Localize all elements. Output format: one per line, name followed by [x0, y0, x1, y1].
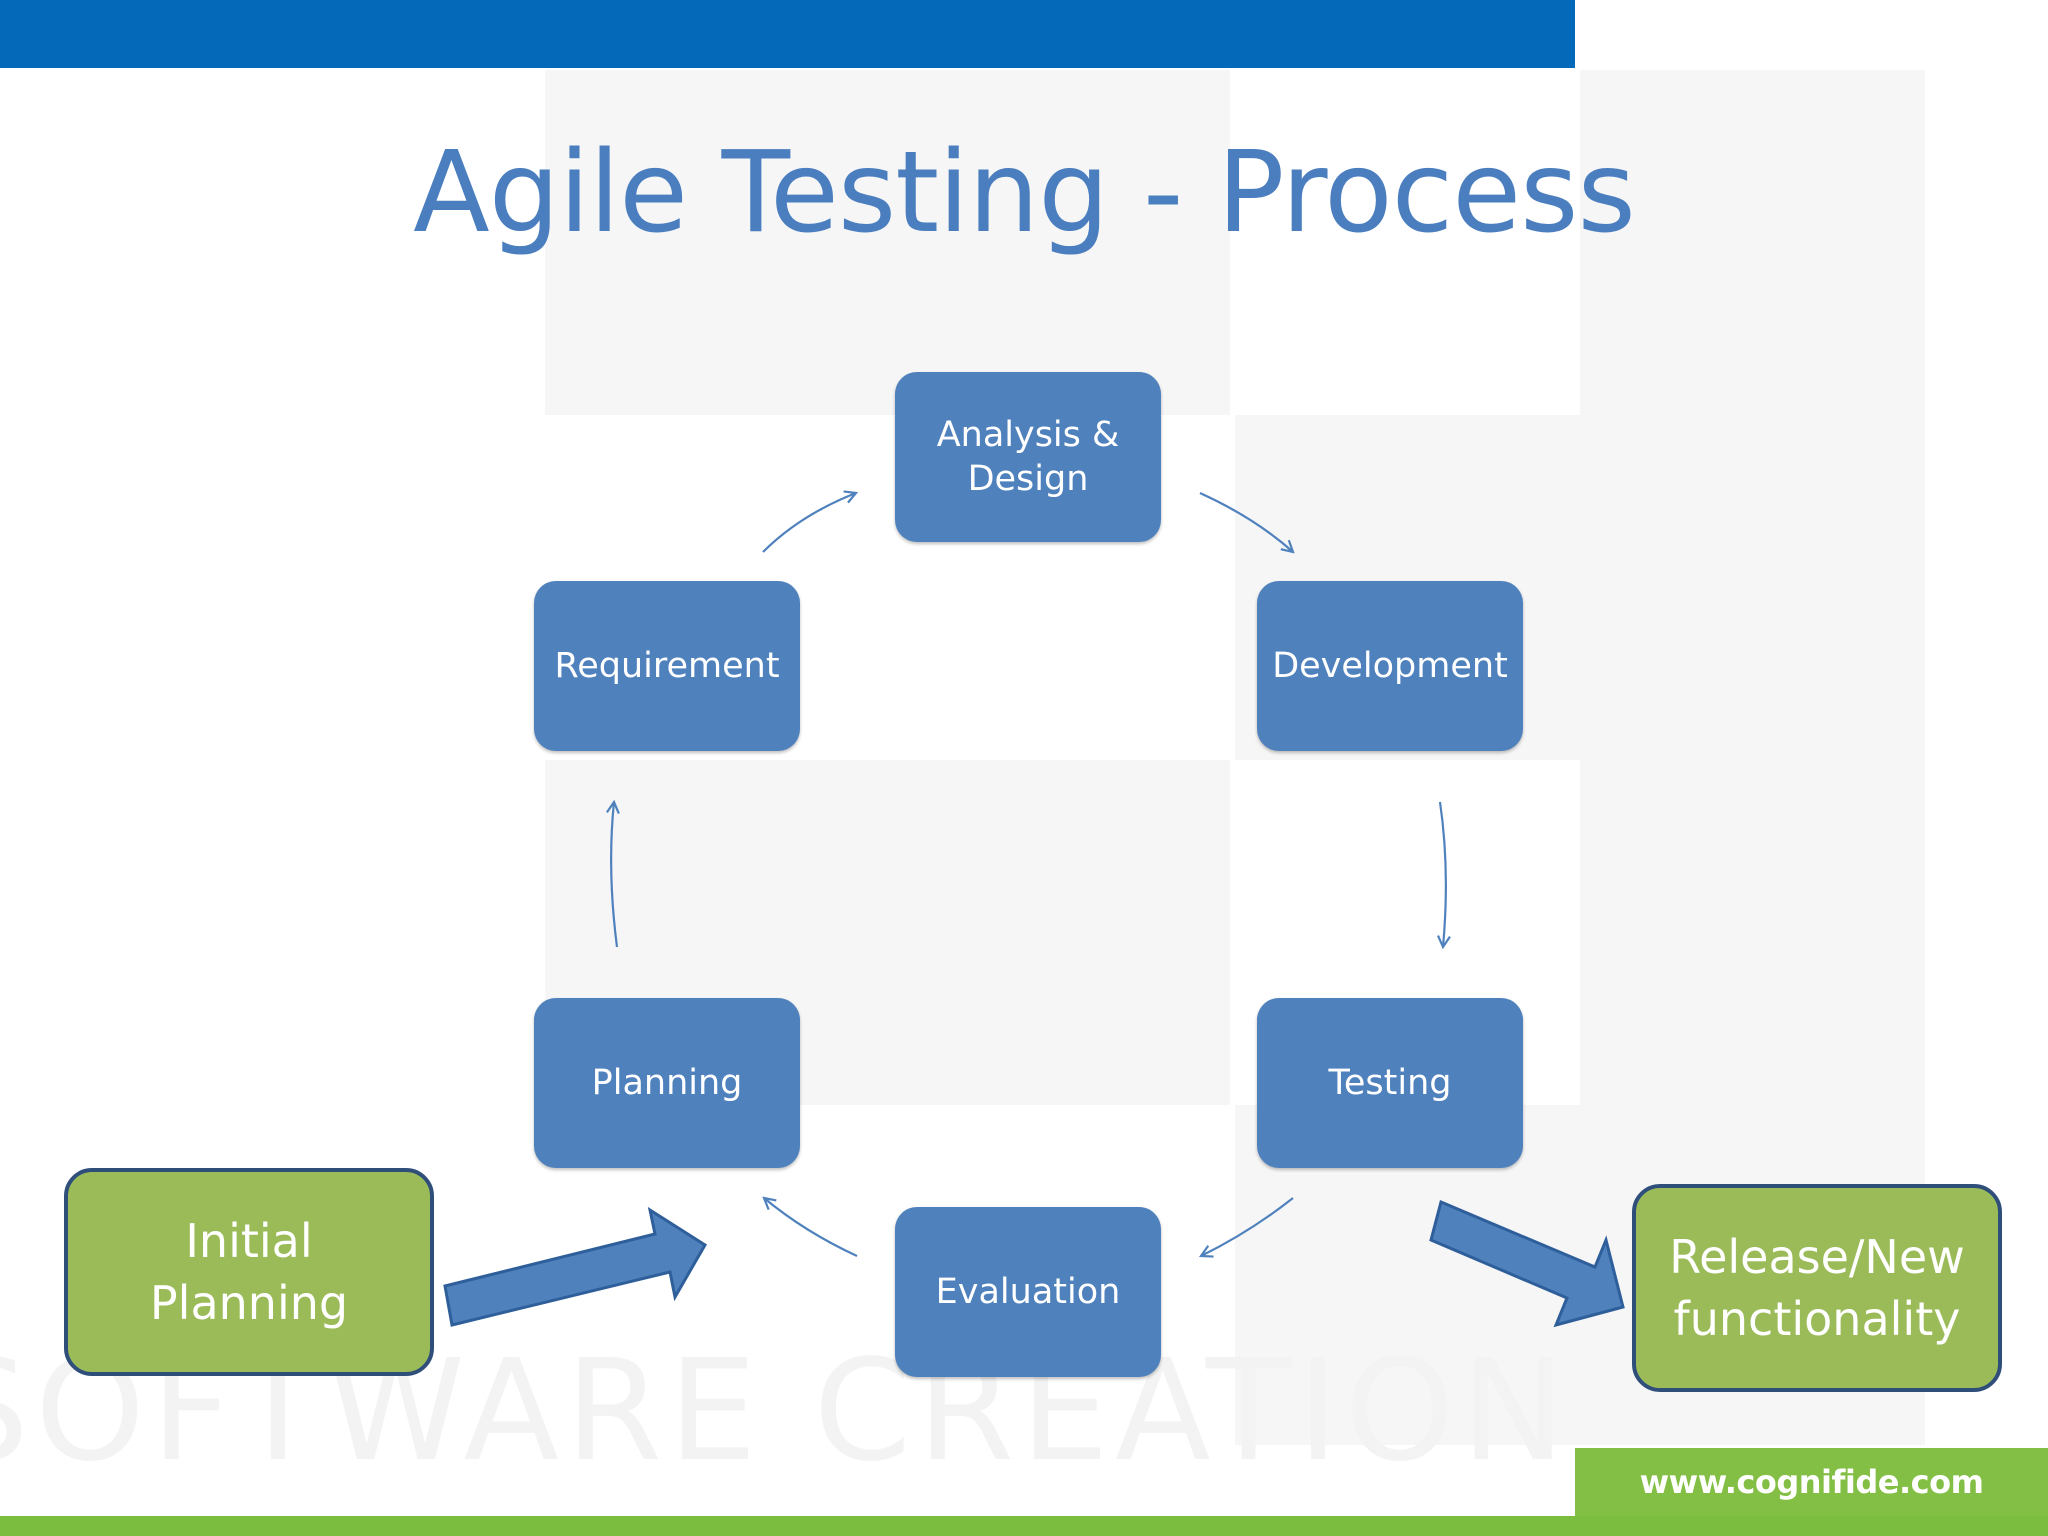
block-arrow-out-of-cycle: [1429, 1199, 1625, 1328]
node-analysis-design: Analysis & Design: [895, 372, 1161, 542]
bottom-bar: [0, 1516, 2048, 1536]
footer-url: www.cognifide.com: [1575, 1448, 2048, 1516]
node-release-new-functionality: Release/New functionality: [1632, 1184, 2002, 1392]
initial-planning-label: Initial Planning: [149, 1214, 349, 1330]
background-block: [545, 70, 1230, 415]
node-planning: Planning: [534, 998, 800, 1168]
arrow-planning-to-requirement: [611, 802, 617, 948]
arrow-development-to-testing: [1440, 801, 1446, 947]
arrow-requirement-to-analysis: [762, 493, 856, 553]
node-development: Development: [1257, 581, 1523, 751]
arrow-testing-to-evaluation: [1201, 1197, 1294, 1256]
node-requirement: Requirement: [534, 581, 800, 751]
node-evaluation: Evaluation: [895, 1207, 1161, 1377]
arrow-analysis-to-development: [1199, 491, 1293, 552]
node-initial-planning: Initial Planning: [64, 1168, 434, 1376]
top-bar: [0, 0, 1575, 68]
node-testing: Testing: [1257, 998, 1523, 1168]
arrow-evaluation-to-planning: [764, 1198, 858, 1257]
block-arrow-into-cycle: [443, 1206, 708, 1327]
release-label: Release/New functionality: [1669, 1230, 1965, 1346]
slide-title: Agile Testing - Process: [413, 128, 1636, 258]
